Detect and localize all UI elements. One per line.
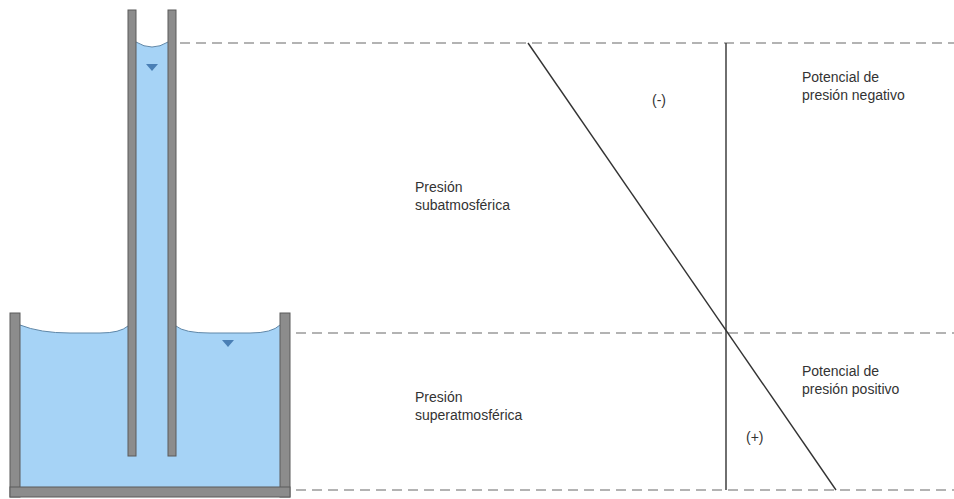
reference-line: [296, 332, 954, 333]
meniscus: [176, 325, 280, 333]
sign-label: (-): [652, 91, 692, 109]
region-label: Presión subatmosférica: [415, 178, 519, 214]
region-label: Presión superatmosférica: [415, 388, 537, 424]
water-level-symbol: [222, 340, 234, 347]
meniscus: [136, 42, 168, 47]
axis-line: [725, 43, 726, 490]
region-label: Potencial de presión positivo: [802, 362, 927, 398]
region-label: Potencial de presión negativo: [802, 68, 927, 104]
container-wall: [10, 313, 20, 497]
pressure-line: [528, 43, 836, 490]
reference-line: [296, 489, 954, 490]
water: [20, 42, 280, 487]
container-wall: [280, 313, 290, 497]
reference-line: [180, 42, 954, 43]
container-bottom: [10, 487, 290, 497]
tube-wall: [168, 10, 176, 456]
tube-wall: [128, 10, 136, 456]
sign-label: (+): [746, 428, 786, 446]
meniscus: [20, 325, 128, 333]
water-level-symbol: [146, 64, 158, 71]
